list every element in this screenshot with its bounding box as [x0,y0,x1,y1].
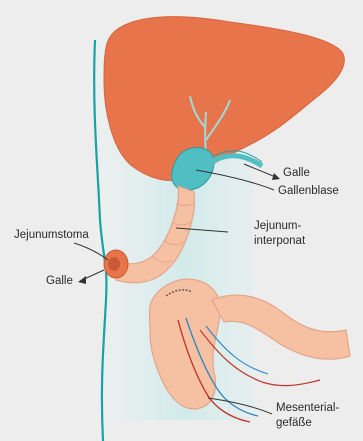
label-gallenblase: Gallenblase [278,185,339,197]
label-jejunumstoma: Jejunumstoma [14,229,89,241]
label-galle-top: Galle [283,167,310,179]
label-mesenterial-1: Mesenterial- [276,402,339,414]
stoma-opening [108,257,120,271]
label-mesenterial-2: gefäße [276,417,312,429]
label-jejunum-interponat-1: Jejunum- [254,220,301,232]
label-jejunum-interponat-2: interponat [254,235,306,247]
label-galle-left: Galle [46,275,73,287]
